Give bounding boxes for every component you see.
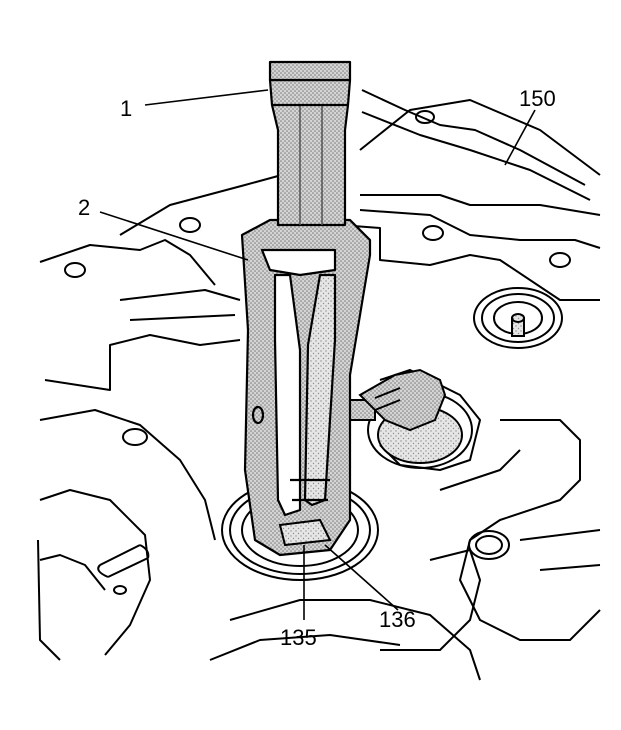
leader-136 [324,544,399,611]
leader-150 [504,109,536,166]
seal-small [468,530,510,560]
leader-1 [144,89,269,106]
background-housing [37,89,601,681]
leader-lines [99,89,536,620]
callout-1: 1 [120,96,132,121]
seal-ring-right [473,287,563,349]
callout-136: 136 [379,607,416,632]
callout-135: 135 [280,625,317,650]
puller-tool-body [240,218,372,557]
bushing-136 [278,518,332,547]
leader-2 [99,211,249,261]
callout-150: 150 [519,86,556,111]
driver-handle [268,60,352,227]
callout-2: 2 [78,195,90,220]
